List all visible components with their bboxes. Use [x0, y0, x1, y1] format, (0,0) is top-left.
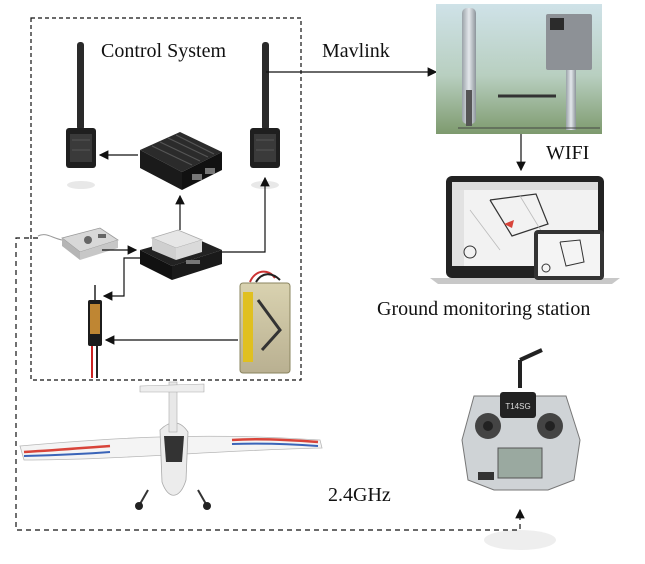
control-system-boundary	[30, 17, 302, 381]
arrow-fc-to-esc	[102, 257, 140, 301]
rc-receiver-icon	[37, 227, 119, 260]
esc-icon	[88, 285, 102, 378]
wifi-label: WIFI	[546, 142, 590, 164]
transmitter-model-text: T14SG	[505, 402, 530, 411]
control-system-label: Control System	[101, 40, 227, 62]
mavlink-label: Mavlink	[322, 40, 390, 62]
ground-antenna-photo	[436, 4, 602, 134]
telemetry-radio-left-icon	[66, 42, 96, 189]
airplane-icon	[19, 381, 323, 510]
telemetry-radio-right-icon	[250, 42, 280, 189]
frequency-label: 2.4GHz	[328, 484, 391, 506]
flight-controller-icon	[140, 229, 222, 280]
ground-station-label: Ground monitoring station	[377, 298, 591, 320]
arrow-fc-to-radio	[222, 176, 270, 253]
ground-station-tablet-icon	[534, 230, 604, 280]
rc-transmitter-icon: T14SG	[461, 348, 581, 550]
battery-icon	[239, 270, 291, 374]
companion-computer-icon	[140, 132, 222, 190]
